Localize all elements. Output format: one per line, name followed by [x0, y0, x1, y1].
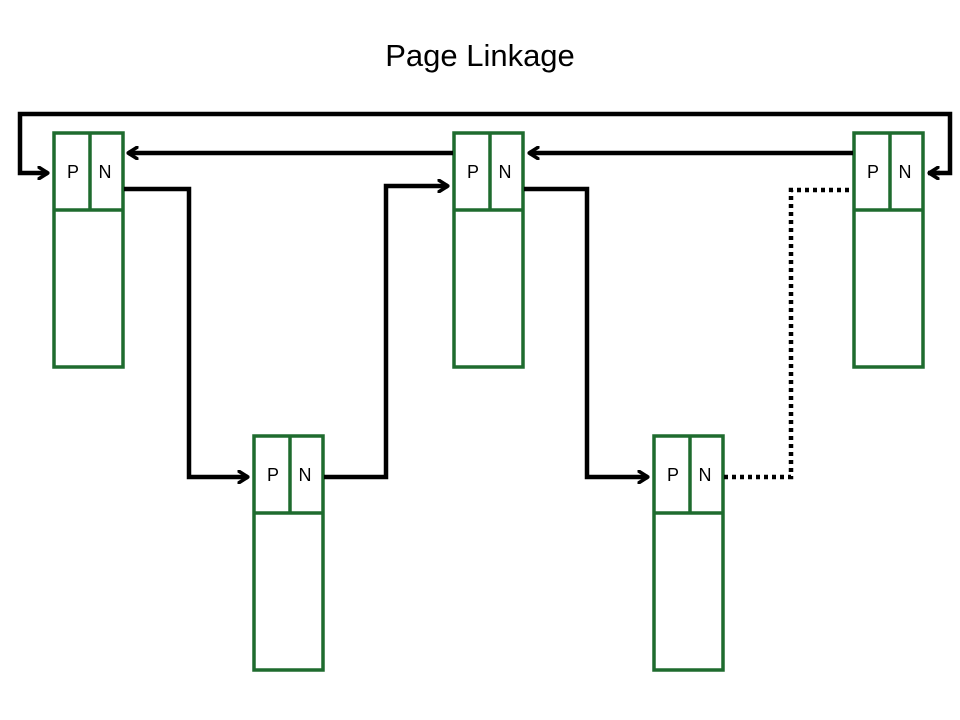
page-4-prev-label: P [667, 465, 679, 485]
page-1-prev-label: P [67, 162, 79, 182]
diagram-title: Page Linkage [385, 38, 575, 73]
page-4: P N [652, 434, 725, 672]
next-arrow-page1-to-page2 [124, 186, 248, 477]
next-arrow-page3-to-page4 [524, 186, 648, 477]
dotted-link-page4-to-page5 [724, 187, 853, 480]
page-1: P N [52, 131, 125, 369]
wraparound-arrow-top [17, 111, 953, 173]
next-arrow-page2-to-page3 [324, 186, 448, 480]
page-2-prev-label: P [267, 465, 279, 485]
page-5-prev-label: P [867, 162, 879, 182]
page-5: P N [852, 131, 925, 369]
page-3-next-label: N [499, 162, 512, 182]
page-5-next-label: N [899, 162, 912, 182]
page-1-next-label: N [99, 162, 112, 182]
page-2-box [252, 434, 325, 672]
page-3: P N [452, 131, 525, 369]
page-2: P N [252, 434, 325, 672]
page-2-next-label: N [299, 465, 312, 485]
page-4-next-label: N [699, 465, 712, 485]
page-3-prev-label: P [467, 162, 479, 182]
